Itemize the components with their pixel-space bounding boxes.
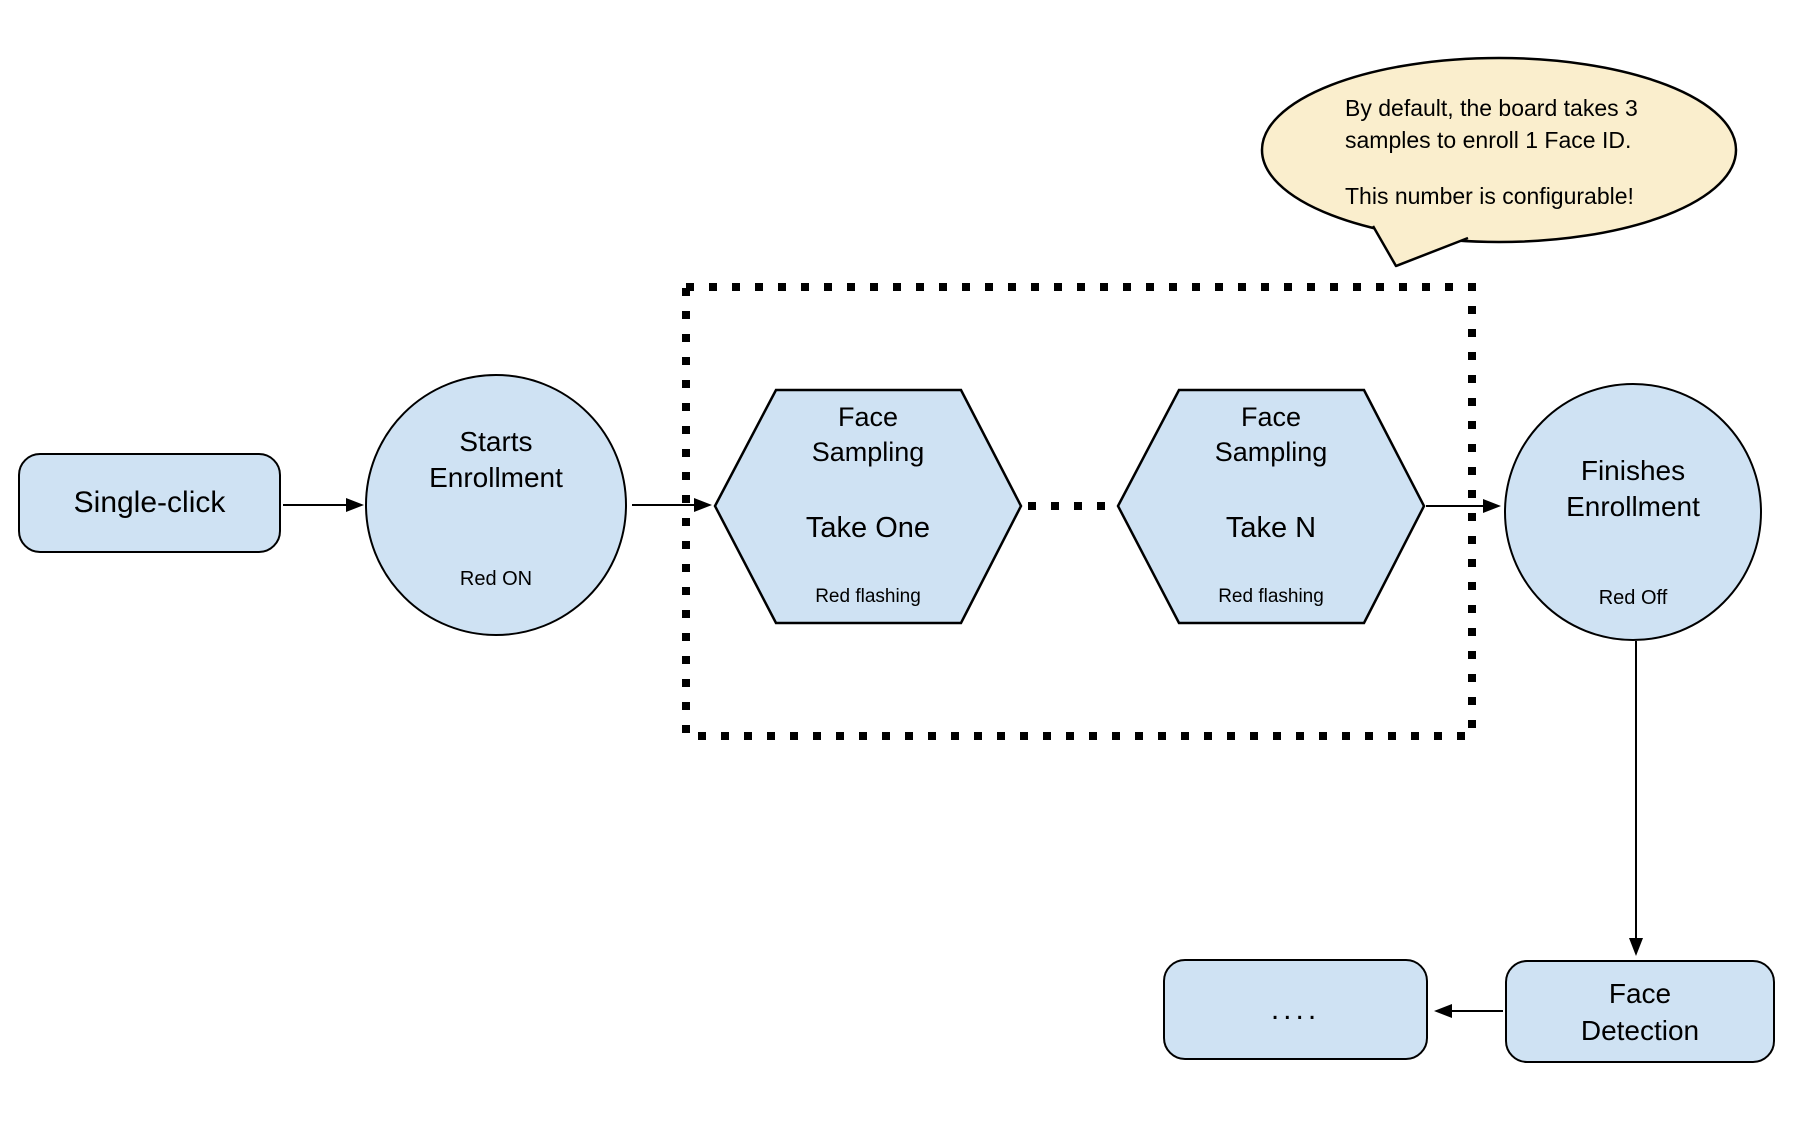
face-sampling-one-title-line2: Sampling [811, 437, 925, 467]
face-sampling-n-labels: Face Sampling Take N Red flashing [1118, 390, 1424, 623]
sampling-group-dotted-border [682, 283, 1476, 740]
finishes-enrollment-title-line1: Finishes [1580, 455, 1686, 486]
face-sampling-n-title: Face Sampling [1118, 400, 1424, 470]
node-ellipsis-continuation: .... [1163, 959, 1428, 1060]
finishes-enrollment-status: Red Off [1598, 587, 1668, 609]
face-detection-label: Face Detection [1581, 975, 1699, 1049]
face-sampling-n-title-line2: Sampling [1214, 437, 1328, 467]
face-sampling-one-title: Face Sampling [715, 400, 1021, 470]
face-sampling-one-title-line1: Face [837, 402, 899, 432]
face-sampling-n-take: Take N [1225, 512, 1317, 544]
face-sampling-one-take: Take One [805, 512, 931, 544]
callout-paragraph-2: This number is configurable! [1345, 183, 1634, 209]
starts-enrollment-title: Starts Enrollment [367, 424, 625, 496]
starts-enrollment-title-line2: Enrollment [429, 462, 563, 493]
callout-paragraph-1: By default, the board takes 3 samples to… [1345, 95, 1638, 153]
face-sampling-one-labels: Face Sampling Take One Red flashing [715, 390, 1021, 623]
ellipsis-box-label: .... [1270, 992, 1321, 1026]
starts-enrollment-status: Red ON [459, 568, 533, 590]
starts-enrollment-title-line1: Starts [459, 426, 533, 457]
finishes-enrollment-title-line2: Enrollment [1566, 491, 1700, 522]
face-detection-label-line2: Detection [1580, 1014, 1700, 1046]
face-sampling-n-status: Red flashing [1218, 586, 1324, 607]
finishes-enrollment-title: Finishes Enrollment [1506, 453, 1760, 525]
hexagon-face-sampling-n [1116, 388, 1426, 625]
hexagon-face-sampling-one [713, 388, 1023, 625]
face-detection-label-line1: Face [1608, 977, 1672, 1009]
node-finishes-enrollment: Finishes Enrollment Red Off [1504, 383, 1762, 641]
node-face-detection: Face Detection [1505, 960, 1775, 1063]
face-sampling-one-status: Red flashing [815, 586, 921, 607]
callout-bubble-tail [1371, 225, 1469, 268]
face-sampling-n-title-line1: Face [1240, 402, 1302, 432]
node-single-click: Single-click [18, 453, 281, 553]
callout-text: By default, the board takes 3 samples to… [1345, 92, 1679, 212]
single-click-label: Single-click [73, 486, 226, 519]
callout-bubble [1260, 56, 1738, 244]
node-starts-enrollment: Starts Enrollment Red ON [365, 374, 627, 636]
